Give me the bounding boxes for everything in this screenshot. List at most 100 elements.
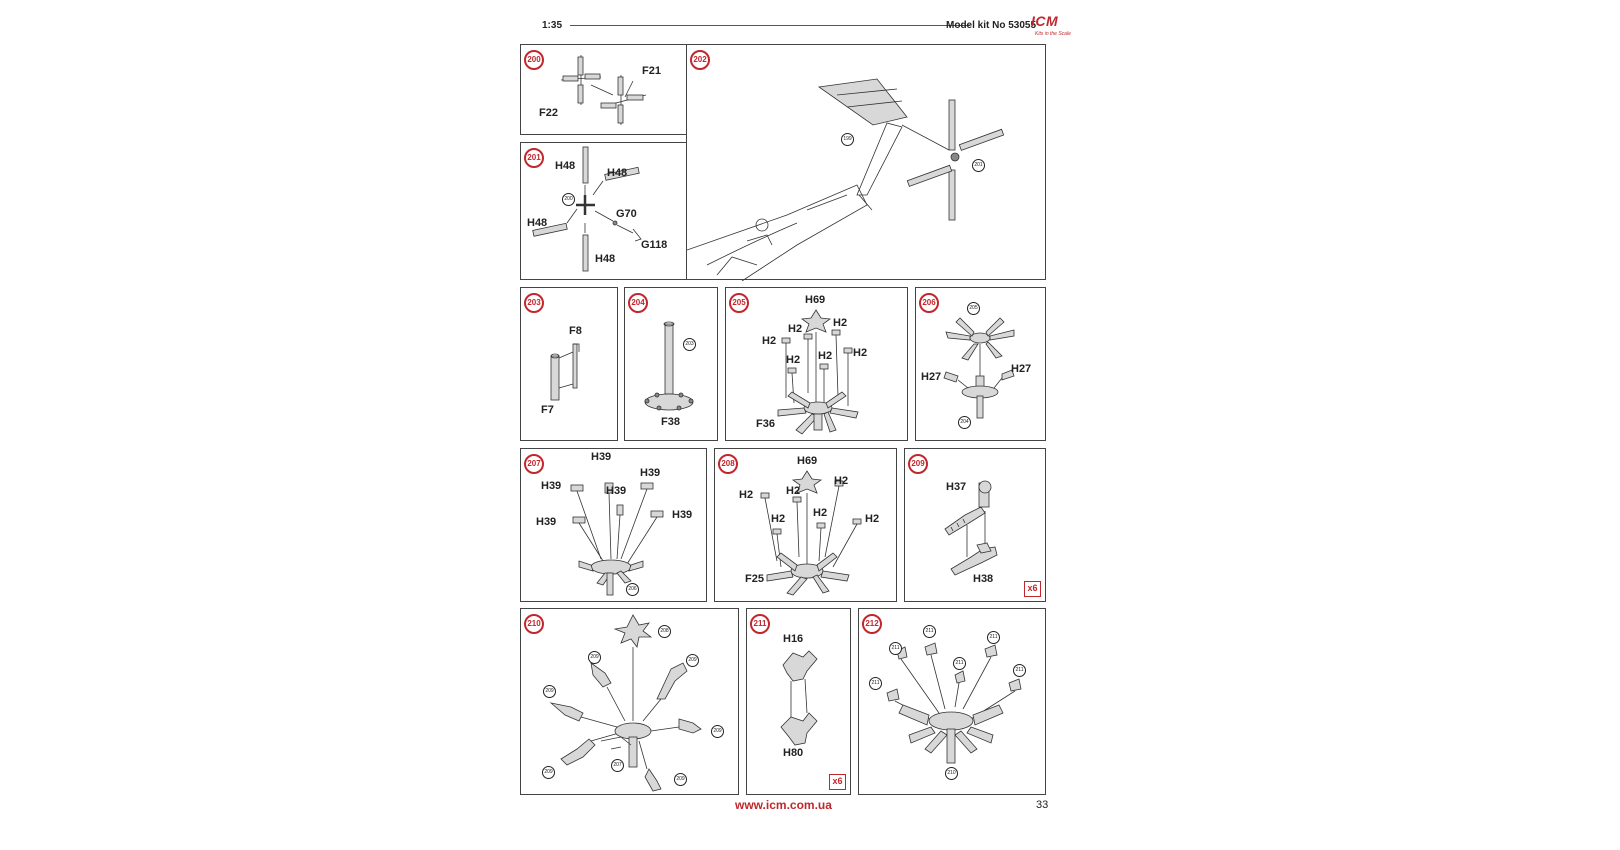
step-number: 205 [729,293,749,313]
swashplate-assembly-drawing [943,317,1015,419]
step-number: 212 [862,614,882,634]
part-label: H27 [921,371,942,383]
step-number: 201 [524,148,544,168]
quantity-badge: x6 [829,774,846,790]
header-rule [570,25,970,26]
step-number: 202 [690,50,710,70]
part-label: H39 [672,509,693,521]
part-label: H16 [783,633,804,645]
part-label: H48 [555,160,576,172]
part-label: H2 [818,350,833,362]
step-reference: 199 [841,133,854,146]
part-label: H2 [813,507,828,519]
step-209-panel: 209 H37 H38 x6 [904,448,1046,602]
part-label: H2 [786,354,801,366]
step-reference: 211 [953,657,966,670]
part-label: H2 [853,347,868,359]
step-reference: 201 [972,159,985,172]
part-label: H2 [771,513,786,525]
part-label: G118 [641,239,668,251]
part-label: H39 [606,485,627,497]
tail-rotor-hub-drawing [560,55,647,125]
mast-base-drawing [644,321,694,411]
part-label: H39 [541,480,562,492]
step-number: 200 [524,50,544,70]
step-reference: 204 [958,416,971,429]
step-205-panel: 205 H69 H2 H2 H2 H2 H2 H2 F36 [725,287,908,441]
step-reference: 207 [611,759,624,772]
part-label: F7 [541,404,554,416]
step-206-panel: 206 205 H27 H27 204 [915,287,1046,441]
tail-rotor-blades-drawing [532,146,642,272]
step-212-panel: 212 211 211 211 211 211 211 210 [858,608,1046,795]
part-label: H48 [527,217,548,229]
step-reference: 209 [711,725,724,738]
step-reference: 205 [967,302,980,315]
step-reference: 203 [683,338,696,351]
part-label: H39 [640,467,661,479]
part-label: H80 [783,747,804,759]
part-label: H2 [762,335,777,347]
part-label: H2 [739,489,754,501]
part-label: H2 [786,485,801,497]
part-label: F38 [661,416,680,428]
scale-label: 1:35 [542,20,563,31]
step-number: 204 [628,293,648,313]
step-reference: 211 [869,677,882,690]
mast-drawing [550,343,580,401]
rotating-swashplate-drawing [760,470,862,596]
pitch-links-drawing [570,482,664,596]
step-211-panel: 211 H16 H80 x6 [746,608,851,795]
part-label: H27 [1011,363,1032,375]
step-207-panel: 207 H39 H39 H39 H39 H39 H39 206 [520,448,707,602]
step-reference: 211 [1013,664,1026,677]
part-label: H38 [973,573,994,585]
part-label: H37 [946,481,967,493]
icm-logo: ICM Kits in the Scale [1031,13,1071,37]
step-number: 208 [718,454,738,474]
step-number: 207 [524,454,544,474]
page-number: 33 [1036,799,1049,811]
tail-boom-drawing [687,78,1005,281]
step-reference: 211 [987,631,1000,644]
step-reference: 211 [923,625,936,638]
part-label: F25 [745,573,764,585]
website-link[interactable]: www.icm.com.ua [735,798,832,812]
part-label: H2 [865,513,880,525]
step-reference: 208 [658,625,671,638]
blade-grip-drawing [944,480,998,576]
part-label: H2 [833,317,848,329]
step-number: 203 [524,293,544,313]
model-number: Model kit No 53055 [946,20,1037,31]
step-number: 209 [908,454,928,474]
step-reference: 209 [674,773,687,786]
step-200-panel: 200 F21 F22 [520,44,687,135]
rotor-head-final-drawing [886,642,1022,764]
rotor-head-assembly-drawing [549,614,702,792]
step-203-panel: 203 F8 F7 [520,287,618,441]
part-label: G70 [616,208,637,220]
part-label: H69 [797,455,818,467]
part-label: H2 [834,475,849,487]
step-202-panel: 202 199 201 [686,44,1046,281]
damper-drawing [780,650,818,746]
step-208-panel: 208 H69 H2 H2 H2 H2 H2 H2 F25 [714,448,897,602]
part-label: H39 [536,516,557,528]
part-label: H48 [595,253,616,265]
step-reference: 209 [588,651,601,664]
part-label: H39 [591,451,612,463]
quantity-badge: x6 [1024,581,1041,597]
step-201-panel: 201 H48 H48 H48 G70 H48 G118 200 [520,142,687,280]
step-number: 210 [524,614,544,634]
part-label: H48 [607,167,628,179]
step-reference: 200 [562,193,575,206]
part-label: F22 [539,107,558,119]
part-label: F36 [756,418,775,430]
part-label: H69 [805,294,826,306]
part-label: F21 [642,65,661,77]
step-reference: 206 [626,583,639,596]
step-reference: 211 [889,642,902,655]
step-reference: 209 [542,766,555,779]
step-204-panel: 204 F38 203 [624,287,718,441]
part-label: H2 [788,323,803,335]
